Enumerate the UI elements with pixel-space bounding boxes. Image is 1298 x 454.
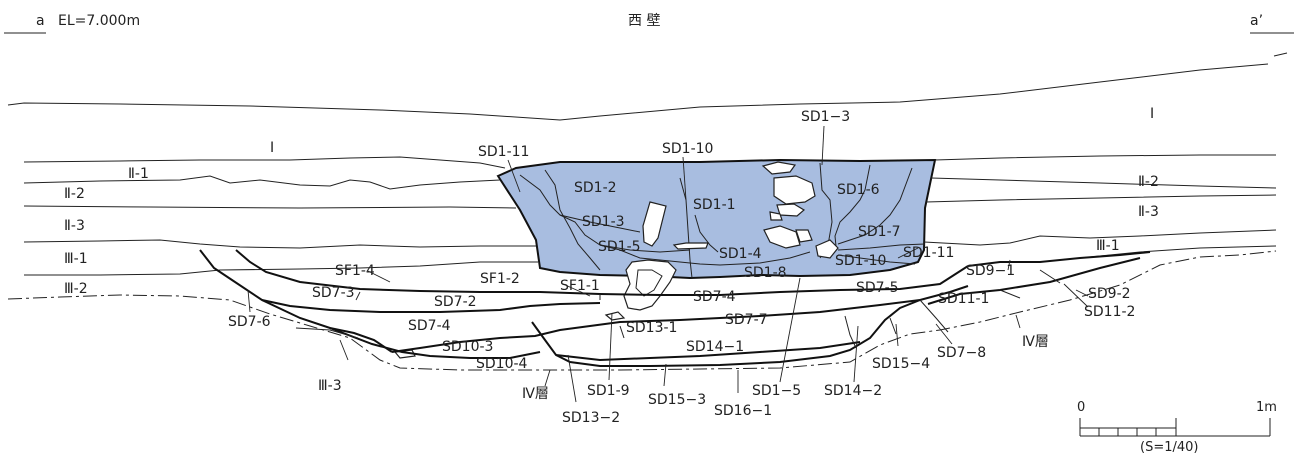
feature-label: SF1-2 [480, 271, 520, 287]
feature-label: SF1-4 [335, 263, 375, 279]
elevation-label: EL=7.000m [58, 13, 140, 29]
drawing-title: 西 壁 [628, 13, 660, 29]
feature-label: SD10-4 [476, 356, 528, 372]
layer-III2-label: Ⅲ-2 [64, 281, 88, 297]
feature-label: SD7-4 [693, 289, 736, 305]
feature-label: SD7-3 [312, 285, 355, 301]
layer-III1-label: Ⅲ-1 [64, 251, 88, 267]
feature-label: SD1-4 [719, 246, 762, 262]
feature-label: SD15−4 [872, 356, 930, 372]
stone [815, 239, 839, 259]
feature-label: SD1-9 [587, 383, 630, 399]
header: a EL=7.000m 西 壁 a’ [4, 13, 1294, 34]
feature-label: SD13−2 [562, 410, 620, 426]
stone [642, 201, 667, 247]
feature-label: SD14−2 [824, 383, 882, 399]
layer-III1-label: Ⅲ-1 [1096, 238, 1120, 254]
feature-label: SD7-2 [434, 294, 477, 310]
layer-II1-label: Ⅱ-1 [128, 166, 149, 182]
feature-label: SD1−3 [801, 109, 850, 125]
layer-III2-base [7, 250, 1277, 371]
feature-label: SD1-2 [574, 180, 617, 196]
layer-IV-label: Ⅳ層 [522, 386, 549, 402]
feature-label: SD7-6 [228, 314, 271, 330]
stone [672, 242, 709, 250]
ditch-outlines [199, 249, 1151, 367]
feature-label: SD1-6 [837, 182, 880, 198]
scale-max-label: 1m [1256, 400, 1277, 415]
feature-label: SD1-5 [598, 239, 641, 255]
feature-label: SD1−5 [752, 383, 801, 399]
stone [795, 229, 813, 243]
stone [604, 311, 626, 321]
layer-III3-label: Ⅲ-3 [318, 378, 342, 394]
layer-II2-base [23, 205, 517, 209]
layer-II3-label: Ⅱ-3 [1138, 204, 1159, 220]
scale-ratio-label: (S=1/40) [1140, 440, 1198, 454]
layer-I-label: Ⅰ [270, 140, 274, 156]
layer-IV-label: Ⅳ層 [1022, 334, 1049, 350]
stone [773, 175, 816, 205]
layer-I-label: Ⅰ [1150, 106, 1154, 122]
layer-II1-base [23, 175, 501, 190]
layer-II3-label: Ⅱ-3 [64, 218, 85, 234]
feature-label: SD1-11 [478, 144, 529, 160]
layer-I-base [23, 156, 506, 169]
stone [623, 259, 677, 311]
layer-labels: Ⅰ Ⅰ Ⅱ-1 Ⅱ-2 Ⅱ-2 Ⅱ-3 Ⅱ-3 Ⅲ-1 Ⅲ-1 Ⅲ-2 Ⅲ-3 … [64, 106, 1159, 402]
scale-bar-line [1079, 418, 1271, 437]
feature-label: SD7−8 [937, 345, 986, 361]
feature-labels: SD1-11 SD1-10 SD1−3 SD1-2 SD1-1 SD1-6 SD… [228, 109, 1135, 426]
feature-label: SD1-10 [835, 253, 886, 269]
layer-III1-base [24, 261, 538, 276]
stones [393, 161, 839, 359]
leader-lines [247, 125, 1089, 403]
feature-label: SD9-2 [1088, 286, 1131, 302]
stone [763, 225, 801, 249]
layer-II2-label: Ⅱ-2 [1138, 174, 1159, 190]
section-end-mark: a’ [1250, 13, 1263, 29]
layer-II3-base [23, 239, 536, 249]
sd1-internal-lines [519, 162, 926, 279]
feature-label: SD10-3 [442, 339, 493, 355]
feature-label: SD16−1 [714, 403, 772, 419]
feature-label: SD1-8 [744, 265, 787, 281]
strata-lines [7, 52, 1288, 371]
feature-label: SF1-1 [560, 278, 600, 294]
scale-zero-label: 0 [1077, 400, 1085, 415]
feature-label: SD14−1 [686, 339, 744, 355]
feature-label: SD1-3 [582, 214, 625, 230]
feature-label: SD7-4 [408, 318, 451, 334]
stone [761, 161, 797, 175]
feature-label: SD7-7 [725, 312, 768, 328]
feature-label: SD1-10 [662, 141, 713, 157]
section-start-mark: a [36, 13, 45, 29]
feature-label: SD13-1 [626, 320, 677, 336]
feature-label: SD7-5 [856, 280, 899, 296]
stone [769, 211, 783, 221]
ground-surface [7, 63, 1269, 121]
feature-label: SD11-1 [938, 291, 989, 307]
feature-label: SD15−3 [648, 392, 706, 408]
scale-bar: 0 1m (S=1/40) [1077, 400, 1277, 454]
feature-label: SD1-11 [903, 245, 954, 261]
feature-label: SD11-2 [1084, 304, 1135, 320]
feature-label: SD1-1 [693, 197, 736, 213]
layer-II2-label: Ⅱ-2 [64, 186, 85, 202]
feature-label: SD9−1 [966, 263, 1015, 279]
feature-label: SD1-7 [858, 224, 901, 240]
